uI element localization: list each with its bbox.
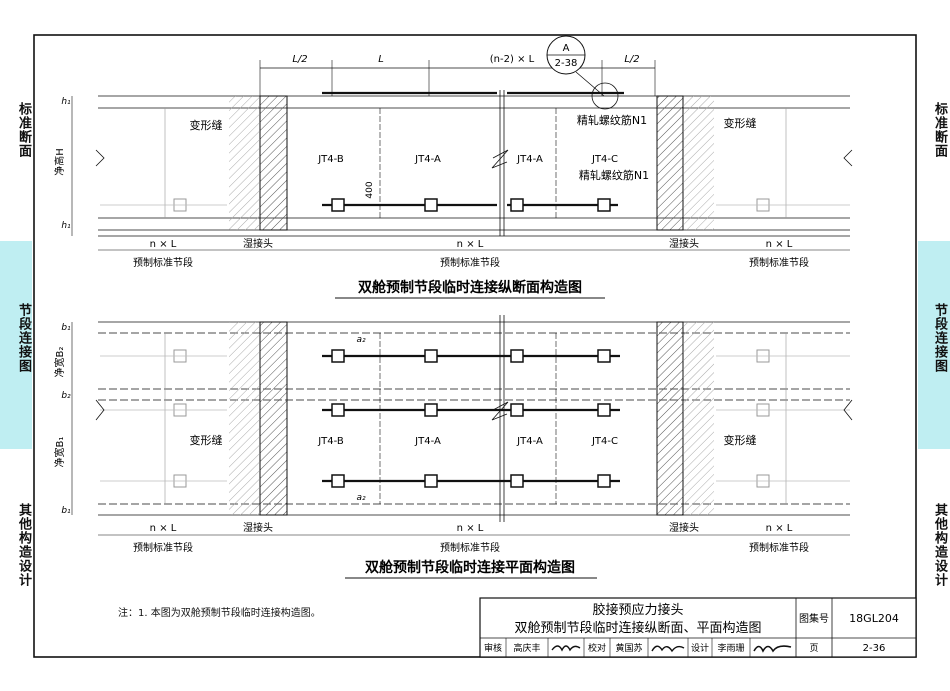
label-a2-bottom: a₂	[356, 493, 366, 503]
label-h1-top: h₁	[61, 97, 71, 107]
label-net-height: 净高H	[53, 148, 66, 176]
atlas-number: 18GL204	[849, 612, 899, 625]
label-h1-bottom: h₁	[61, 221, 71, 231]
title-line-2: 双舱预制节段临时连接纵断面、平面构造图	[514, 620, 761, 636]
section-seg-3: JT4-A	[516, 154, 543, 165]
label-joint-left: 变形缝	[190, 118, 223, 132]
right-tab-segment-connection[interactable]: 节段连接图	[932, 303, 947, 373]
page-number: 2-36	[863, 643, 886, 654]
review-label: 审核	[484, 642, 502, 654]
section-view-title: 双舱预制节段临时连接纵断面构造图	[358, 279, 582, 296]
left-tab-other-design[interactable]: 其他构造设计	[16, 503, 31, 587]
section-bottom-label-2: 预制标准节段	[440, 256, 500, 269]
label-400: 400	[365, 181, 375, 198]
title-block: 胶接预应力接头 双舱预制节段临时连接纵断面、平面构造图 图集号 18GL204 …	[479, 597, 917, 658]
section-seg-1: JT4-B	[317, 154, 344, 165]
right-tab-standard-section[interactable]: 标准断面	[932, 102, 947, 158]
plan-seg-2: JT4-A	[414, 436, 441, 447]
left-tab-segment-connection[interactable]: 节段连接图	[16, 303, 31, 373]
drawing-note: 注：1. 本图为双舱预制节段临时连接构造图。	[118, 608, 321, 619]
label-net-width-b1: 净宽B₁	[53, 437, 66, 468]
label-b1-bottom: b₁	[61, 506, 71, 516]
designer-signature	[753, 645, 792, 653]
checker-name: 黄国苏	[615, 642, 642, 654]
section-bottom-label-3: 预制标准节段	[749, 256, 809, 269]
label-rebar-bottom: 精轧螺纹筋N1	[579, 168, 649, 182]
plan-view-title: 双舱预制节段临时连接平面构造图	[365, 559, 575, 576]
right-tab-highlight	[918, 241, 950, 449]
left-tab-standard-section[interactable]: 标准断面	[16, 102, 31, 158]
plan-seg-3: JT4-A	[516, 436, 543, 447]
label-joint-right: 变形缝	[724, 116, 757, 130]
section-bottom-dim-4: 湿接头	[669, 237, 699, 250]
plan-bottom-dim-2: 湿接头	[243, 521, 273, 534]
section-seg-4: JT4-C	[591, 154, 618, 165]
plan-bottom-label-1: 预制标准节段	[133, 541, 193, 554]
plan-view: b₁ b₂ b₁ 净宽B₂ 净宽B₁ a₂ a₂ 变形缝 变形缝 JT4-B J…	[53, 315, 853, 579]
design-label: 设计	[691, 642, 709, 654]
plan-bottom-dim-4: 湿接头	[669, 521, 699, 534]
checker-signature	[651, 645, 685, 653]
dim-l: L	[378, 54, 384, 65]
section-view: L/2 L (n-2) × L L/2 A 2-38	[53, 35, 853, 299]
label-a2-top: a₂	[356, 335, 366, 345]
plan-bottom-label-2: 预制标准节段	[440, 541, 500, 554]
section-bottom-dim-5: n × L	[766, 239, 793, 250]
plan-joint-right: 变形缝	[724, 433, 757, 447]
label-rebar-top: 精轧螺纹筋N1	[577, 113, 647, 127]
label-b2-mid: b₂	[61, 391, 71, 401]
section-bottom-label-1: 预制标准节段	[133, 256, 193, 269]
atlas-label: 图集号	[799, 612, 829, 625]
reviewer-signature	[551, 645, 581, 652]
dim-half-right: L/2	[624, 54, 639, 65]
drawing-frame	[33, 34, 917, 658]
callout-bottom: 2-38	[555, 58, 578, 69]
right-tab-other-design[interactable]: 其他构造设计	[932, 503, 947, 587]
plan-seg-1: JT4-B	[317, 436, 344, 447]
plan-seg-4: JT4-C	[591, 436, 618, 447]
plan-bottom-dim-1: n × L	[150, 523, 177, 534]
check-label: 校对	[588, 642, 606, 654]
callout-top: A	[563, 43, 570, 54]
reviewer-name: 高庆丰	[513, 642, 540, 654]
dim-half-left: L/2	[292, 54, 307, 65]
dim-mid: (n-2) × L	[490, 54, 535, 65]
section-bottom-dim-3: n × L	[457, 239, 484, 250]
section-bottom-dim-2: 湿接头	[243, 237, 273, 250]
section-bottom-dim-1: n × L	[150, 239, 177, 250]
plan-bottom-dim-5: n × L	[766, 523, 793, 534]
plan-bottom-label-3: 预制标准节段	[749, 541, 809, 554]
title-line-1: 胶接预应力接头	[592, 602, 683, 618]
label-net-width-b2: 净宽B₂	[53, 347, 66, 378]
page-label: 页	[809, 643, 818, 654]
plan-bottom-dim-3: n × L	[457, 523, 484, 534]
section-seg-2: JT4-A	[414, 154, 441, 165]
designer-name: 李雨珊	[717, 642, 744, 654]
label-b1-top: b₁	[61, 323, 71, 333]
left-tab-highlight	[0, 241, 32, 449]
plan-joint-left: 变形缝	[190, 433, 223, 447]
